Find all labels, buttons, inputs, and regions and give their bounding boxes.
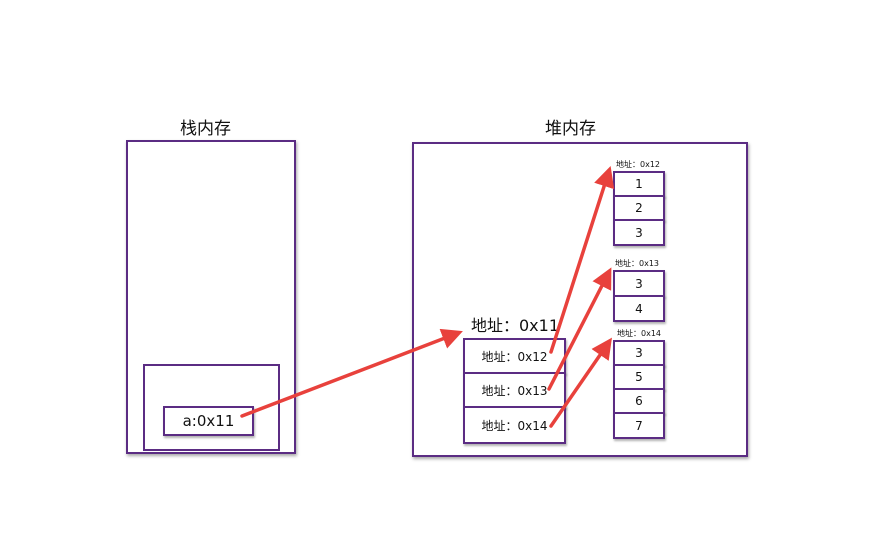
stack-variable-a: a:0x11: [163, 406, 254, 436]
outer-array-cell: 地址：0x14: [463, 406, 566, 444]
outer-array-cell: 地址：0x13: [463, 372, 566, 408]
array-cell: 3: [613, 270, 665, 297]
array-cell: 4: [613, 295, 665, 322]
heap-title: 堆内存: [545, 119, 596, 139]
array-address-label: 地址：0x14: [617, 329, 662, 338]
array-cell: 2: [613, 195, 665, 221]
array-address-label: 地址：0x13: [615, 259, 660, 268]
array-cell: 3: [613, 340, 665, 366]
array-cell: 5: [613, 364, 665, 390]
outer-array-cell: 地址：0x12: [463, 338, 566, 374]
array-cell: 1: [613, 171, 665, 197]
array-cell: 6: [613, 388, 665, 414]
array-address-label: 地址：0x12: [616, 160, 661, 169]
stack-title: 栈内存: [180, 119, 231, 139]
array-cell: 3: [613, 219, 665, 246]
outer-array-address: 地址：0x11: [471, 316, 560, 335]
array-cell: 7: [613, 412, 665, 439]
